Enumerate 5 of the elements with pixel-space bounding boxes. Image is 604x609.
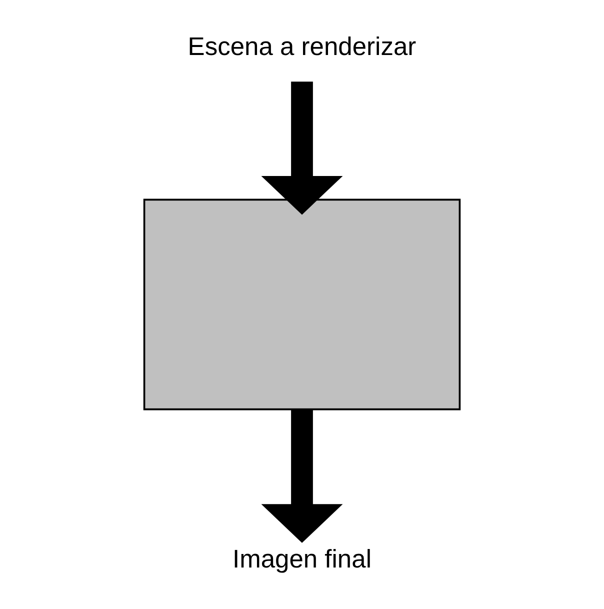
arrow xyxy=(261,82,343,215)
node-box xyxy=(143,198,461,410)
node-text: Imagen final xyxy=(232,545,372,574)
node-text: Escena a renderizar xyxy=(188,33,416,62)
arrow xyxy=(261,410,343,543)
